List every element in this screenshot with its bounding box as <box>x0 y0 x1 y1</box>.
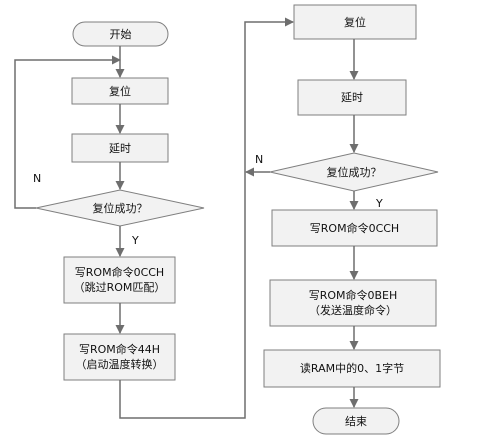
delay-box-right <box>297 79 407 116</box>
end-terminal <box>312 407 400 435</box>
decision-label-right: 复位成功？ <box>300 163 408 181</box>
delay-box-left <box>71 133 169 163</box>
loop-back-no-left <box>14 55 121 209</box>
branch-n-left: N <box>33 172 42 185</box>
reset-box-left <box>71 77 169 105</box>
reset-label-right: 复位 <box>294 5 416 39</box>
decision-text-right: 复位成功？ <box>326 165 382 179</box>
delay-text-left: 延时 <box>109 141 131 155</box>
cmd-cch-label-right: 写ROM命令0CCH <box>272 210 437 246</box>
reset-text-right: 复位 <box>344 15 366 29</box>
start-text: 开始 <box>109 27 132 41</box>
cmd-44h-text-line1: 写ROM命令44H <box>78 343 161 356</box>
bridge-connector <box>119 17 294 419</box>
delay-text-right: 延时 <box>341 91 363 104</box>
branch-n-right: N <box>255 153 264 166</box>
end-text: 结束 <box>345 414 367 428</box>
cmd-cch-text-left-line2: （跳过ROM匹配） <box>73 281 166 294</box>
cmd-44h-text-line2: （启动温度转换） <box>75 358 164 371</box>
read-bytes-box <box>263 349 441 388</box>
branch-y-right: Y <box>376 197 383 210</box>
end-label: 结束 <box>313 408 399 434</box>
reset-text-left: 复位 <box>109 84 131 98</box>
delay-label-left: 延时 <box>72 134 168 162</box>
cmd-44h-label: 写ROM命令44H （启动温度转换） <box>64 334 175 380</box>
cmd-cch-text-right: 写ROM命令0CCH <box>309 221 400 235</box>
cmd-beh-label: 写ROM命令0BEH （发送温度命令） <box>270 280 436 326</box>
reset-label-left: 复位 <box>72 78 168 104</box>
cmd-beh-text-line2: （发送温度命令） <box>309 304 397 317</box>
cmd-cch-box-left <box>63 256 176 304</box>
decision-label-left: 复位成功？ <box>66 199 174 217</box>
cmd-beh-box <box>269 279 437 327</box>
cmd-cch-text-left-line1: 写ROM命令0CCH <box>74 266 165 279</box>
cmd-cch-box-right <box>271 209 438 247</box>
read-bytes-text: 读RAM中的0、1字节 <box>299 362 405 375</box>
read-bytes-label: 读RAM中的0、1字节 <box>264 350 440 387</box>
decision-text-left: 复位成功？ <box>92 201 148 215</box>
reset-box-right <box>293 4 417 40</box>
cmd-cch-label-left: 写ROM命令0CCH （跳过ROM匹配） <box>64 257 175 303</box>
delay-label-right: 延时 <box>298 80 406 115</box>
start-label: 开始 <box>73 22 168 46</box>
branch-y-left: Y <box>132 234 139 247</box>
cmd-beh-text-line1: 写ROM命令0BEH <box>308 289 398 302</box>
